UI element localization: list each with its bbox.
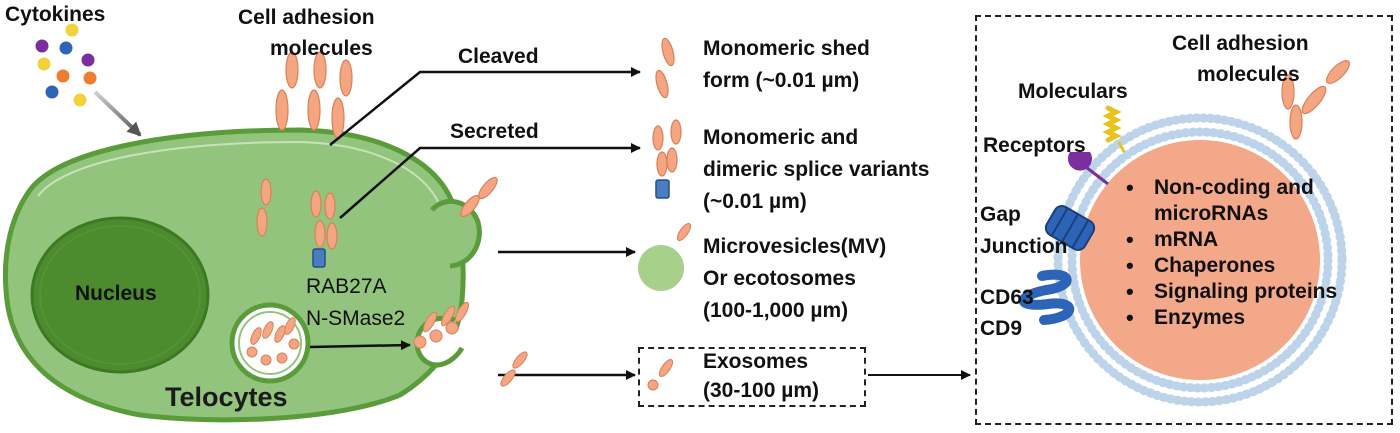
nucleus-shape [30,216,210,374]
telocytes-label: Telocytes [165,382,288,412]
cd9-label: CD9 [980,317,1023,340]
molecules-label: Moleculars [1018,80,1128,103]
nsmase2-label: N-SMase2 [306,307,406,330]
cytokine-dots-icon [35,23,97,107]
detail-adhesion-label-1: Cell adhesion [1172,32,1309,55]
secreted-arrow [339,143,641,219]
nucleus-label: Nucleus [75,282,157,305]
mv-label-3: (100-1,000 µm) [703,299,849,322]
mv-label-1: Microvesicles(MV) [703,235,887,258]
splice-label-2: dimeric splice variants [703,158,930,181]
cargo-item: Enzymes [1126,305,1337,331]
shed-form-icon [655,37,675,99]
mvb-to-membrane-arrow [309,340,411,351]
cargo-item: Signaling proteins [1126,279,1337,305]
mv-label-2: Or ecotosomes [703,267,856,290]
cargo-item: mRNA [1126,227,1337,253]
exosome-small-icon [647,358,674,391]
cargo-item: Chaperones [1126,253,1337,279]
splice-label-3: (~0.01 µm) [703,190,807,213]
cleaved-label: Cleaved [458,45,539,68]
exosome-box [638,347,866,407]
multivesicular-body [229,302,311,384]
cargo-item: microRNAs [1154,202,1269,225]
released-exosomes [413,301,469,349]
shed-label-2: form (~0.01 µm) [703,69,860,92]
receptor-icon [1068,152,1109,186]
gap-label: Gap [980,203,1021,226]
detail-adhesion-label-2: molecules [1197,63,1300,86]
junction-label: Junction [980,235,1068,258]
microvesicle-icon [638,245,684,291]
rab27a-label: RAB27A [306,275,387,298]
cell-adhesion-label-1: Cell adhesion [238,6,375,29]
splice-variant-icon [652,119,682,177]
exosome-detail-box [975,15,1393,425]
cargo-item: Non-coding and [1126,175,1337,201]
receptors-label: Receptors [983,134,1086,157]
cd63-label: CD63 [980,286,1034,309]
gap-junction-icon [1044,205,1096,251]
splice-label-1: Monomeric and [703,126,859,149]
shed-label-1: Monomeric shed [703,37,870,60]
cytokine-arrow-icon [93,90,142,137]
adhesion-molecule-icon [256,51,498,250]
cargo-list: Non-coding and microRNAs mRNA Chaperones… [1126,175,1337,331]
molecules-icon [1102,105,1126,153]
cell-adhesion-label-2: molecules [270,37,373,60]
cytokines-label: Cytokines [5,3,106,26]
cd63-helix-icon [1018,269,1075,325]
exosome-label-2: (30-100 µm) [703,379,819,402]
exosome-label-1: Exosomes [703,350,809,373]
secreted-label: Secreted [450,120,539,143]
cleaved-arrow [329,67,641,146]
